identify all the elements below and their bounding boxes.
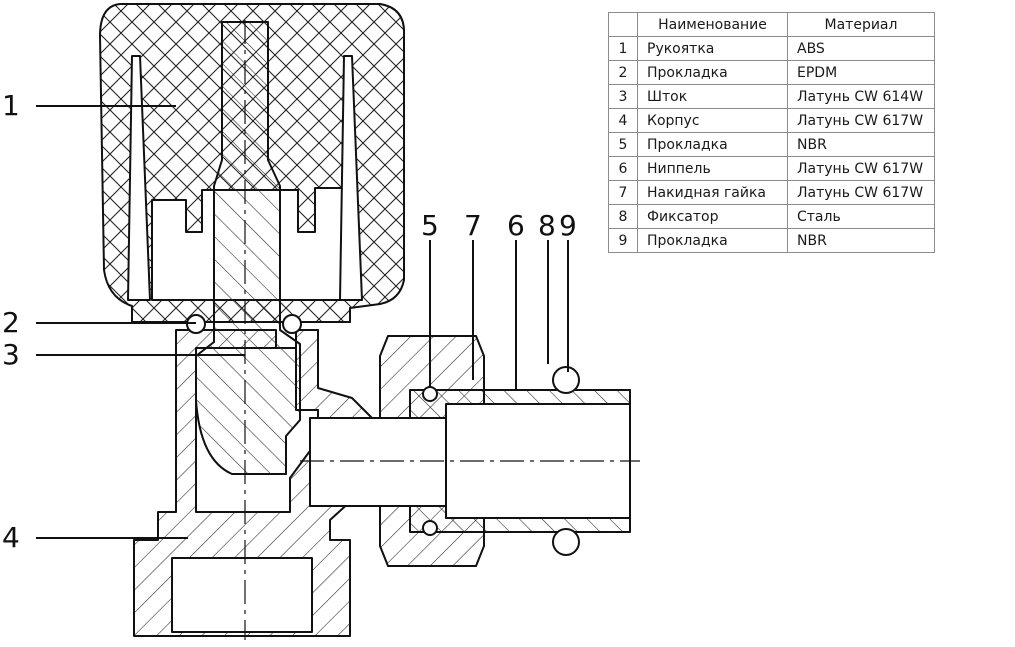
oring-5-top bbox=[422, 386, 438, 402]
callout-3: 3 bbox=[2, 338, 20, 371]
row-name: Корпус bbox=[637, 108, 788, 133]
row-material: ABS bbox=[787, 36, 935, 61]
row-number: 1 bbox=[608, 36, 638, 61]
row-name: Ниппель bbox=[637, 156, 788, 181]
row-name: Фиксатор bbox=[637, 204, 788, 229]
row-name: Рукоятка bbox=[637, 36, 788, 61]
callout-9: 9 bbox=[559, 209, 577, 242]
row-material: Латунь CW 617W bbox=[787, 156, 935, 181]
row-material: NBR bbox=[787, 132, 935, 157]
pipe-stub bbox=[309, 417, 447, 507]
row-name: Шток bbox=[637, 84, 788, 109]
row-number: 5 bbox=[608, 132, 638, 157]
row-material: EPDM bbox=[787, 60, 935, 85]
row-material: Латунь CW 617W bbox=[787, 180, 935, 205]
row-material: Латунь CW 617W bbox=[787, 108, 935, 133]
handle-rib-right bbox=[339, 55, 363, 301]
oring-5-bottom bbox=[422, 520, 438, 536]
table-header-row: Наименование Материал bbox=[608, 12, 935, 37]
callout-4: 4 bbox=[2, 521, 20, 554]
outlet-bore bbox=[171, 557, 313, 633]
callout-2: 2 bbox=[2, 306, 20, 339]
oring-9-top bbox=[552, 366, 580, 394]
row-number: 3 bbox=[608, 84, 638, 109]
oring-top-right bbox=[282, 314, 302, 334]
row-name: Прокладка bbox=[637, 132, 788, 157]
stem bbox=[195, 21, 301, 475]
header-name: Наименование bbox=[637, 12, 788, 37]
row-name: Прокладка bbox=[637, 60, 788, 85]
header-material: Материал bbox=[787, 12, 935, 37]
row-material: Латунь CW 614W bbox=[787, 84, 935, 109]
row-number: 8 bbox=[608, 204, 638, 229]
row-number: 2 bbox=[608, 60, 638, 85]
handle-rib-left bbox=[127, 55, 151, 301]
row-number: 7 bbox=[608, 180, 638, 205]
row-number: 4 bbox=[608, 108, 638, 133]
callout-6: 6 bbox=[507, 209, 525, 242]
callout-7: 7 bbox=[464, 209, 482, 242]
row-name: Прокладка bbox=[637, 228, 788, 253]
callout-5: 5 bbox=[421, 209, 439, 242]
oring-9-bottom bbox=[552, 528, 580, 556]
row-name: Накидная гайка bbox=[637, 180, 788, 205]
row-material: NBR bbox=[787, 228, 935, 253]
header-number bbox=[608, 12, 638, 37]
row-number: 6 bbox=[608, 156, 638, 181]
row-number: 9 bbox=[608, 228, 638, 253]
callout-1: 1 bbox=[2, 89, 20, 122]
callout-8: 8 bbox=[538, 209, 556, 242]
row-material: Сталь bbox=[787, 204, 935, 229]
